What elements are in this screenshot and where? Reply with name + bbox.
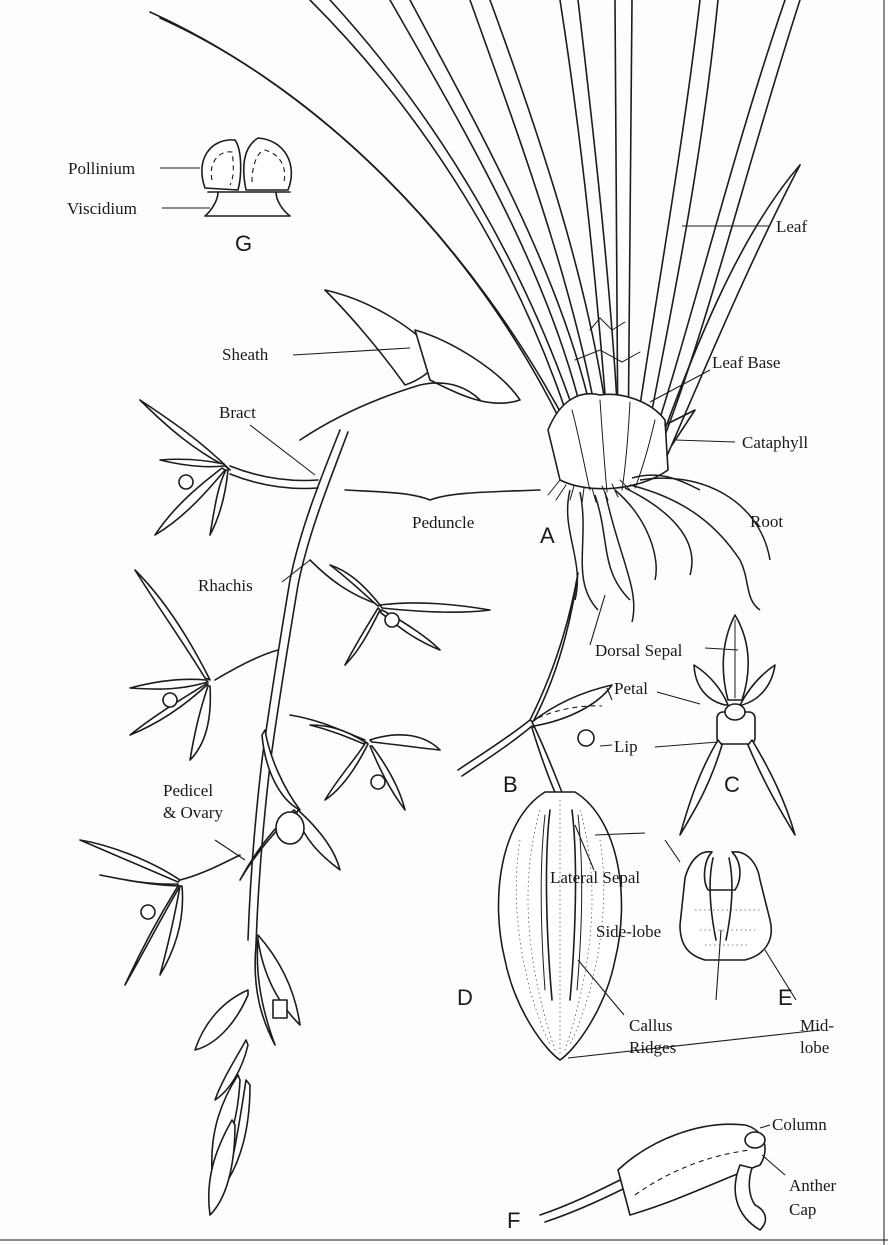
panel-f-column <box>540 1124 765 1230</box>
label-petal: Petal <box>614 679 648 698</box>
label-callus: Callus <box>629 1016 672 1035</box>
label-lobe: lobe <box>800 1038 829 1057</box>
label-mid: Mid- <box>800 1016 834 1035</box>
label-leaf-base: Leaf Base <box>712 353 780 372</box>
panel-letter-g: G <box>235 231 252 256</box>
label-root: Root <box>750 512 783 531</box>
roots <box>548 475 770 622</box>
label-rhachis: Rhachis <box>198 576 253 595</box>
label-column: Column <box>772 1115 827 1134</box>
label-anther: Anther <box>789 1176 837 1195</box>
panel-letter-c: C <box>724 772 740 797</box>
label-cap: Cap <box>789 1200 816 1219</box>
label-pollinium: Pollinium <box>68 159 135 178</box>
label-pedicel: Pedicel <box>163 781 213 800</box>
label-dorsal-sepal: Dorsal Sepal <box>595 641 683 660</box>
panel-letter-a: A <box>540 523 555 548</box>
label-side-lobe: Side-lobe <box>596 922 661 941</box>
panel-letter-e: E <box>778 985 793 1010</box>
leader-lines <box>160 168 820 1175</box>
label-viscidium: Viscidium <box>67 199 137 218</box>
panel-c-flower <box>680 615 795 835</box>
peduncle-bracket <box>345 490 540 500</box>
label-cataphyll: Cataphyll <box>742 433 808 452</box>
label-lateral-sepal: Lateral Sepal <box>550 868 640 887</box>
panel-letter-f: F <box>507 1208 520 1233</box>
panel-g-pollinarium <box>202 138 291 216</box>
label-sheath: Sheath <box>222 345 269 364</box>
label-bract: Bract <box>219 403 256 422</box>
panel-letter-d: D <box>457 985 473 1010</box>
label-ridges: Ridges <box>629 1038 676 1057</box>
label-peduncle: Peduncle <box>412 513 474 532</box>
panel-e-lip <box>680 852 771 960</box>
inflorescence <box>80 290 520 1215</box>
label-leaf: Leaf <box>776 217 807 236</box>
label-lip: Lip <box>614 737 638 756</box>
label-ovary: & Ovary <box>163 803 223 822</box>
panel-letter-b: B <box>503 772 518 797</box>
